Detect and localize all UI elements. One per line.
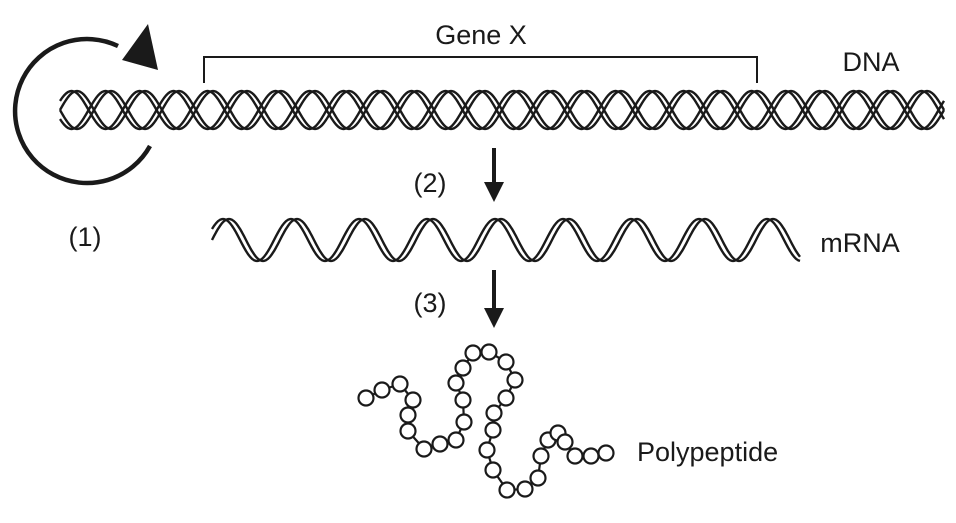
dna-double-helix bbox=[58, 89, 946, 131]
amino-acid-bead bbox=[556, 433, 574, 451]
amino-acid-bead bbox=[498, 481, 516, 499]
gene-label: Gene X bbox=[435, 20, 527, 50]
step-2-label: (2) bbox=[414, 168, 447, 198]
amino-acid-bead bbox=[404, 391, 422, 409]
amino-acid-bead bbox=[373, 381, 391, 399]
mrna-ribbon-edge-2 bbox=[210, 217, 801, 263]
replication-arc bbox=[12, 36, 152, 186]
amino-acid-bead bbox=[529, 469, 547, 487]
amino-acid-bead bbox=[447, 374, 465, 392]
step-3-label: (3) bbox=[414, 288, 447, 318]
polypeptide-chain bbox=[357, 343, 615, 499]
amino-acid-bead bbox=[497, 353, 515, 371]
step-1-label: (1) bbox=[69, 222, 102, 252]
amino-acid-bead bbox=[484, 421, 502, 439]
amino-acid-bead bbox=[454, 359, 472, 377]
amino-acid-bead bbox=[532, 447, 550, 465]
amino-acid-bead bbox=[597, 444, 615, 462]
amino-acid-bead bbox=[497, 389, 515, 407]
amino-acid-bead bbox=[415, 440, 433, 458]
amino-acid-bead bbox=[357, 389, 375, 407]
mrna-label: mRNA bbox=[820, 228, 900, 258]
amino-acid-bead bbox=[582, 447, 600, 465]
amino-acid-bead bbox=[566, 447, 584, 465]
polypeptide-label: Polypeptide bbox=[637, 437, 778, 467]
amino-acid-bead bbox=[454, 391, 472, 409]
amino-acid-bead bbox=[431, 435, 449, 453]
amino-acid-bead bbox=[485, 404, 503, 422]
dna-strand-3 bbox=[58, 89, 946, 131]
amino-acid-bead bbox=[516, 480, 534, 498]
dna-label: DNA bbox=[842, 47, 899, 77]
amino-acid-bead bbox=[455, 413, 473, 431]
amino-acid-bead bbox=[447, 431, 465, 449]
gene-bracket bbox=[203, 56, 758, 83]
dna-strand-2 bbox=[59, 89, 946, 131]
replication-circular-arrow-icon bbox=[12, 24, 158, 186]
dna-strand-4 bbox=[59, 89, 946, 131]
amino-acid-bead bbox=[478, 441, 496, 459]
amino-acid-bead bbox=[480, 343, 498, 361]
amino-acid-bead bbox=[464, 344, 482, 362]
amino-acid-bead bbox=[391, 375, 409, 393]
replication-arrowhead bbox=[122, 24, 158, 70]
amino-acid-bead bbox=[399, 422, 417, 440]
mrna-strand bbox=[210, 217, 801, 263]
amino-acid-bead bbox=[506, 371, 524, 389]
amino-acid-bead bbox=[484, 461, 502, 479]
amino-acid-bead bbox=[399, 406, 417, 424]
